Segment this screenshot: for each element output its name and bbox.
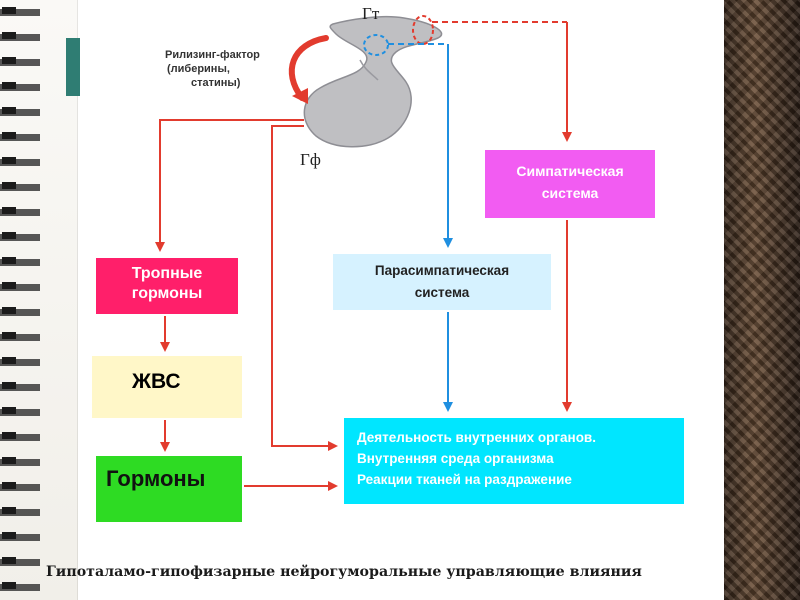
tropic-hormones-box: Тропные гормоны bbox=[96, 258, 238, 314]
parasympathetic-system-box: Парасимпатическая система bbox=[333, 254, 551, 310]
parasympathetic-line: Парасимпатическая bbox=[374, 263, 510, 278]
releasing-factor-line: статины) bbox=[191, 77, 241, 89]
hypothalamus-red-oval bbox=[412, 15, 434, 45]
releasing-factor-line: Рилизинг-фактор bbox=[165, 49, 260, 61]
tropic-line: Тропные bbox=[131, 265, 203, 282]
pituitary-label: Гф bbox=[300, 150, 321, 169]
decorative-border bbox=[724, 0, 800, 600]
parasympathetic-line: система bbox=[414, 285, 470, 300]
organs-line: Деятельность внутренних органов. bbox=[357, 430, 596, 445]
releasing-factor-line: (либерины, bbox=[167, 63, 230, 75]
pituitary-shape bbox=[303, 15, 443, 148]
hormones-box: Гормоны bbox=[96, 456, 242, 522]
sympathetic-system-box: Симпатическая система bbox=[485, 150, 655, 218]
releasing-factor-arrow bbox=[288, 35, 329, 101]
releasing-factor-label: Рилизинг-фактор (либерины, статины) bbox=[165, 48, 297, 90]
organs-line: Внутренняя среда организма bbox=[357, 451, 554, 466]
tropic-line: гормоны bbox=[131, 285, 203, 302]
binding-holes bbox=[2, 0, 16, 600]
diagram-caption: Гипоталамо-гипофизарные нейрогуморальные… bbox=[46, 564, 642, 580]
organs-activity-box: Деятельность внутренних органов. Внутрен… bbox=[344, 418, 684, 504]
title-tab bbox=[66, 38, 80, 96]
organs-line: Реакции тканей на раздражение bbox=[357, 472, 572, 487]
sympathetic-line: Симпатическая bbox=[516, 163, 624, 179]
gf-to-tropic bbox=[155, 119, 304, 252]
gf-to-organs bbox=[271, 125, 338, 451]
endocrine-glands-box: ЖВС bbox=[92, 356, 242, 418]
hypothalamus-label: Гт bbox=[362, 4, 380, 23]
sympathetic-line: система bbox=[541, 185, 599, 201]
